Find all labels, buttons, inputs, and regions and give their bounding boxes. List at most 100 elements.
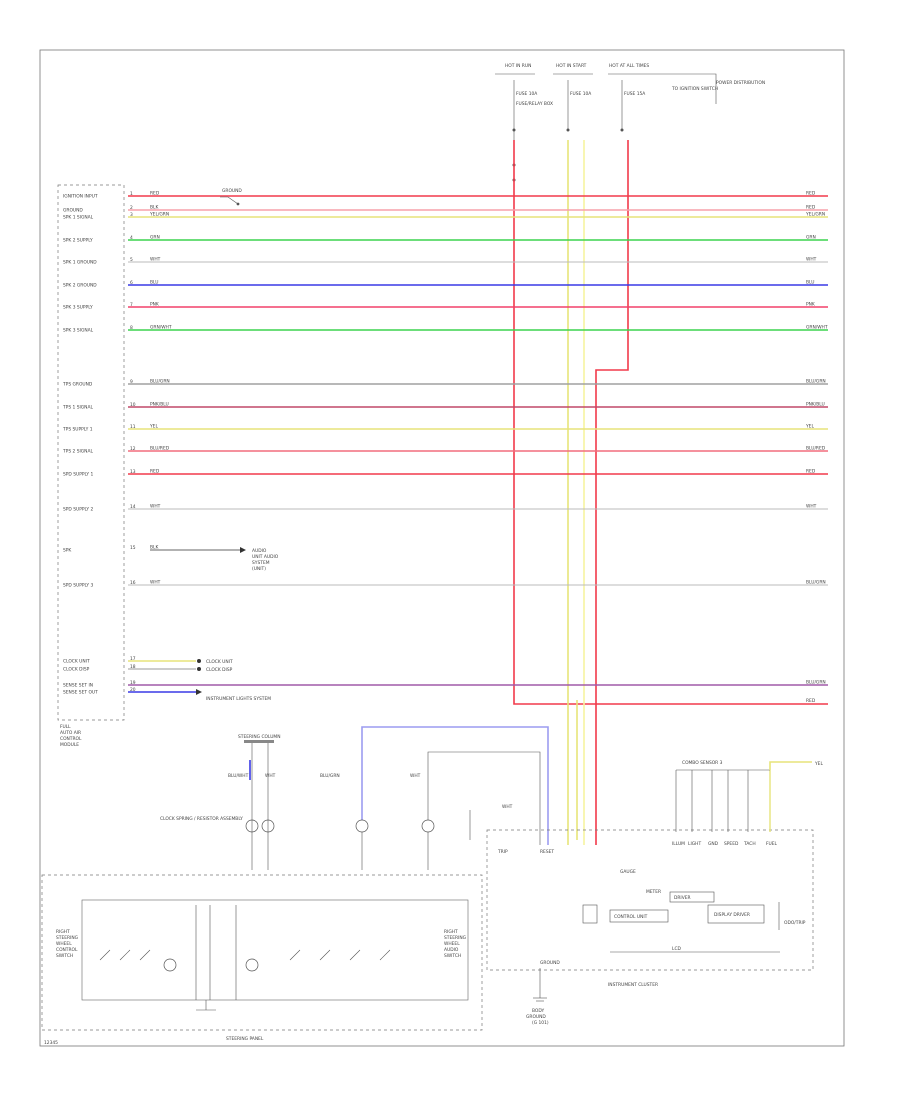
module-pin-label: SENSE SET IN xyxy=(63,683,93,689)
module-pin-label: SPK 2 SUPPLY xyxy=(63,238,93,244)
wire-color-label: BLU/RED xyxy=(150,446,170,452)
cluster-title: INSTRUMENT CLUSTER xyxy=(608,982,658,988)
cluster-right-pin-label: LIGHT xyxy=(688,841,701,847)
clock-spring-label: CLOCK SPRING / RESISTOR ASSEMBLY xyxy=(160,816,243,822)
module-name-line: AUTO AIR xyxy=(60,730,81,736)
cluster-pin: RESET xyxy=(540,849,554,855)
ground-point-label: GROUND xyxy=(540,960,560,966)
right-desc-line: STEERING xyxy=(444,935,467,941)
wire-color-label: WHT xyxy=(150,257,161,263)
wire-color-label: WHT xyxy=(150,580,161,586)
spk-note-line: UNIT AUDIO xyxy=(252,554,279,560)
wire-color-label: YEL/GRN xyxy=(149,212,169,218)
footer-code: 12345 xyxy=(44,1040,58,1046)
module-pin-label: IGNITION INPUT xyxy=(63,194,98,200)
steering-panel-box xyxy=(41,874,483,1031)
wht-b-label: WHT xyxy=(410,773,421,779)
steering-wires: STEERING COLUMN BLU/WHT WHT CLOCK SPRING… xyxy=(160,726,549,870)
module-pin-number: 16 xyxy=(130,580,136,586)
cluster-right-pin-label: FUEL xyxy=(766,841,778,847)
ground-desc-line: BODY xyxy=(532,1008,545,1014)
module-pin-label: SPK 3 SIGNAL xyxy=(63,328,94,334)
wire-color-label-right: RED xyxy=(806,698,816,704)
module-name-line: FULL xyxy=(60,724,71,730)
switch-panel-inner xyxy=(81,899,469,1001)
wire-color-label: GRN xyxy=(150,235,160,241)
ground-desc-line: (G 101) xyxy=(532,1020,549,1026)
module-pin-label: SPD SUPPLY 3 xyxy=(63,583,93,589)
wire-color-label: YEL xyxy=(149,424,158,430)
module-pin-number: 13 xyxy=(130,469,136,475)
spk-note-line: AUDIO xyxy=(252,548,267,554)
module-pin-label: SPK 2 GROUND xyxy=(63,283,97,289)
wire-color-label-right: RED xyxy=(806,469,816,475)
wire-color-label: BLU/GRN xyxy=(150,379,170,385)
wire-color-label-right: BLU/GRN xyxy=(806,379,826,385)
module-pin-label: GROUND xyxy=(63,208,83,214)
clock-note-a: CLOCK UNIT xyxy=(206,659,233,665)
module-pin-label: TPS 2 SIGNAL xyxy=(62,449,93,455)
left-desc-line: WHEEL xyxy=(56,941,72,947)
hot-at-all-times-label: HOT AT ALL TIMES xyxy=(609,63,649,69)
wire-color-label: BLK xyxy=(150,205,158,211)
cluster-unit: DISPLAY DRIVER xyxy=(714,912,750,918)
wire-color-label-right: GRN xyxy=(806,235,816,241)
clock-note-b: CLOCK DISP xyxy=(206,667,233,673)
feed-wires xyxy=(513,140,828,845)
wire-color-label-right: BLU/GRN xyxy=(806,580,826,586)
to-ignition-label: TO IGNITION SWITCH xyxy=(671,86,718,92)
cluster-unit: METER xyxy=(646,889,661,895)
clock-notes: CLOCK UNIT CLOCK DISP INSTRUMENT LIGHTS … xyxy=(128,659,271,702)
blu-grn-label: BLU/GRN xyxy=(320,773,340,779)
module-pin-number: 6 xyxy=(130,280,133,286)
cluster-right-pin-label: ILLUM xyxy=(672,841,685,847)
module-pin-label: SPD SUPPLY 2 xyxy=(63,507,93,513)
cluster-unit: GAUGE xyxy=(620,869,636,875)
wire-color-label-right: YEL/GRN xyxy=(805,212,825,218)
wire-color-label: PNK xyxy=(150,302,159,308)
fuse-c-label: FUSE 15A xyxy=(624,91,645,97)
fuse-b-label: FUSE 10A xyxy=(570,91,591,97)
cluster: INSTRUMENT CLUSTER TRIP RESET GAUGE METE… xyxy=(497,760,823,988)
module-pin-label: CLOCK DISP xyxy=(63,667,90,673)
module-pin-label: TPS SUPPLY 1 xyxy=(62,427,93,433)
wire-color-label-right: RED xyxy=(806,191,816,197)
wire-color-label: RED xyxy=(150,469,160,475)
hot-in-run-label: HOT IN RUN xyxy=(505,63,531,69)
spk-arrow: AUDIO UNIT AUDIO SYSTEM (UNIT) xyxy=(150,547,279,572)
left-desc-line: CONTROL xyxy=(56,947,78,953)
wire-color-label-right: BLU/RED xyxy=(806,446,826,452)
module-pin-label: SPK 1 GROUND xyxy=(63,260,97,266)
module-pin-label: SPK xyxy=(63,548,71,554)
left-desc-line: RIGHT xyxy=(56,929,70,935)
module-pin-number: 18 xyxy=(130,664,136,670)
module-pin-number: 4 xyxy=(130,235,133,241)
module-pin-label: SENSE SET OUT xyxy=(63,690,98,696)
wire-color-label: BLK xyxy=(150,545,158,551)
wire-color-label: BLU xyxy=(150,280,158,286)
module-pin-number: 7 xyxy=(130,302,133,308)
module-pin-label: SPK 1 SIGNAL xyxy=(63,215,94,221)
wire-color-label-right: BLU xyxy=(806,280,814,286)
cluster-right-pin-label: GND xyxy=(708,841,719,847)
module-pin-number: 11 xyxy=(130,424,136,430)
page-frame xyxy=(39,49,845,1047)
combo-sensor-wire-label: YEL xyxy=(814,761,823,767)
module-pin-number: 15 xyxy=(130,545,136,551)
cluster-unit: ODO/TRIP xyxy=(784,920,806,926)
module-pin-label: SPD SUPPLY 1 xyxy=(63,472,93,478)
wire-color-label-right: PNK xyxy=(806,302,815,308)
module-pin-number: 5 xyxy=(130,257,133,263)
ground-desc-line: GROUND xyxy=(526,1014,546,1020)
fuse-area: HOT IN RUN HOT IN START HOT AT ALL TIMES… xyxy=(495,63,765,182)
module-pin-number: 17 xyxy=(130,656,136,662)
module-pin-label: SPK 3 SUPPLY xyxy=(63,305,93,311)
cluster-right-pin-label: SPEED xyxy=(724,841,739,847)
harness-wires: RED RED BLK RED YEL/GRN YEL/GRN GRN GRN WHT WHT BL… xyxy=(128,191,828,704)
cluster-pin: TRIP xyxy=(497,849,508,855)
module-pin-number: 10 xyxy=(130,402,136,408)
right-desc-line: SWITCH xyxy=(444,953,461,959)
spk-note-line: (UNIT) xyxy=(252,566,266,572)
module-pin-number: 19 xyxy=(130,680,136,686)
